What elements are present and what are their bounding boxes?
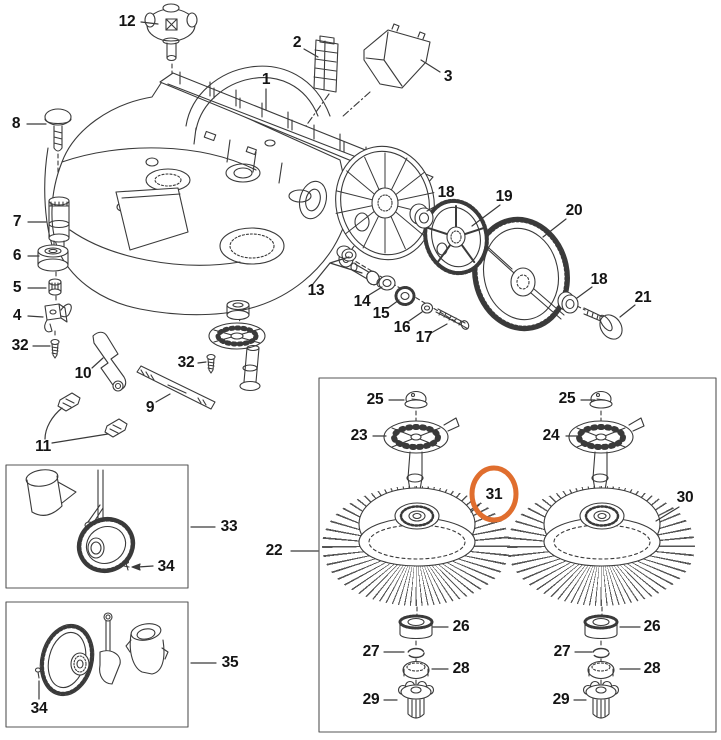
part-label-35: 35 bbox=[221, 654, 239, 671]
part-label-14: 14 bbox=[353, 293, 371, 310]
part-label-27-a: 27 bbox=[362, 643, 380, 660]
highlight-circle-31 bbox=[469, 465, 519, 523]
part-label-1: 1 bbox=[261, 71, 271, 88]
part-label-29-a: 29 bbox=[362, 691, 380, 708]
part-label-29-b: 29 bbox=[552, 691, 570, 708]
part-label-17: 17 bbox=[415, 329, 433, 346]
deck-fan-wheel bbox=[335, 145, 435, 261]
pulley-6 bbox=[37, 244, 69, 272]
part-label-12: 12 bbox=[118, 13, 136, 30]
part-label-7: 7 bbox=[12, 213, 22, 230]
part-label-24: 24 bbox=[542, 427, 560, 444]
nut-5 bbox=[48, 278, 62, 296]
bolt-8 bbox=[44, 108, 72, 152]
part-label-4: 4 bbox=[12, 307, 22, 324]
part-label-23: 23 bbox=[350, 427, 368, 444]
inset-box-35 bbox=[5, 601, 189, 728]
brush-column-right bbox=[544, 392, 660, 719]
part-label-13: 13 bbox=[307, 282, 325, 299]
inset-box-22 bbox=[318, 377, 717, 733]
lever-10 bbox=[92, 331, 127, 392]
part-label-32-a: 32 bbox=[11, 337, 29, 354]
part-label-21: 21 bbox=[634, 289, 652, 306]
part-label-16: 16 bbox=[393, 319, 411, 336]
part-label-15: 15 bbox=[372, 305, 390, 322]
nut-14 bbox=[378, 275, 396, 291]
motor-7 bbox=[48, 196, 70, 248]
chute-3 bbox=[363, 23, 431, 89]
screw-32-a bbox=[50, 338, 60, 359]
part-label-33: 33 bbox=[220, 518, 238, 535]
part-label-11: 11 bbox=[35, 438, 51, 455]
part-label-27-b: 27 bbox=[553, 643, 571, 660]
grid-block-2 bbox=[313, 35, 339, 93]
part-label-18-a: 18 bbox=[437, 184, 455, 201]
tire-20 bbox=[472, 216, 570, 332]
part-label-8: 8 bbox=[11, 115, 21, 132]
part-label-19: 19 bbox=[495, 188, 513, 205]
gear-15 bbox=[394, 286, 416, 306]
part-label-5: 5 bbox=[12, 279, 22, 296]
part-label-3: 3 bbox=[443, 68, 453, 85]
collar-13 bbox=[336, 245, 357, 262]
gear-wheel-19 bbox=[423, 198, 489, 276]
screw-32-b bbox=[206, 353, 216, 374]
deck-drawing bbox=[44, 65, 435, 316]
part-label-22: 22 bbox=[265, 542, 283, 559]
part-label-6: 6 bbox=[12, 247, 22, 264]
part-label-25-b: 25 bbox=[558, 390, 576, 407]
bearing-18-b bbox=[557, 291, 579, 314]
part-label-26-b: 26 bbox=[643, 618, 661, 635]
bearing-18-a bbox=[409, 203, 434, 229]
leader-lines bbox=[26, 21, 680, 701]
part-label-20: 20 bbox=[565, 202, 583, 219]
clip-11-a bbox=[57, 392, 81, 412]
part-label-32-b: 32 bbox=[177, 354, 195, 371]
part-label-9: 9 bbox=[145, 399, 155, 416]
part-label-10: 10 bbox=[74, 365, 92, 382]
part-label-28-b: 28 bbox=[643, 660, 661, 677]
bracket-4 bbox=[44, 303, 72, 333]
part-label-26-a: 26 bbox=[452, 618, 470, 635]
knob-12 bbox=[144, 3, 198, 62]
part-label-18-b: 18 bbox=[590, 271, 608, 288]
deck-spindle-assembly bbox=[208, 299, 266, 392]
part-label-31-highlighted: 31 bbox=[485, 486, 503, 503]
part-label-25-a: 25 bbox=[366, 391, 384, 408]
inset-box-33 bbox=[5, 464, 189, 589]
part-label-2: 2 bbox=[292, 34, 302, 51]
screw-17 bbox=[435, 308, 470, 330]
part-label-34-b: 34 bbox=[30, 700, 48, 717]
shaft-13 bbox=[350, 262, 384, 288]
axle-bolt-21 bbox=[583, 307, 623, 340]
part-label-28-a: 28 bbox=[452, 660, 470, 677]
nut-16 bbox=[420, 302, 434, 314]
part-label-30: 30 bbox=[676, 489, 694, 506]
brush-column bbox=[358, 390, 476, 719]
bar-9 bbox=[136, 365, 216, 410]
part-label-34-a: 34 bbox=[157, 558, 175, 575]
